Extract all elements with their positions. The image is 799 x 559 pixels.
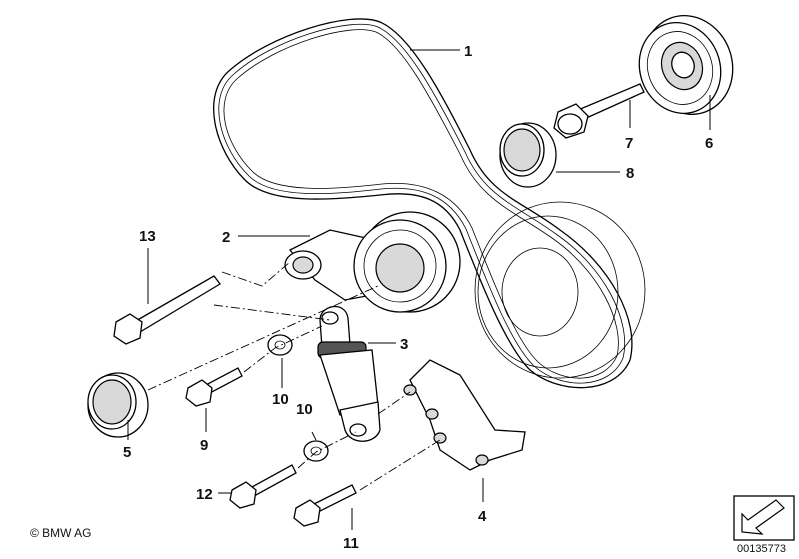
callout-10b[interactable]: 10 [296,401,313,418]
leader-lines [127,49,711,530]
tensioner-bracket [403,359,526,471]
tensioner-damper [317,305,381,442]
callout-labels: 1 2 3 4 5 6 7 8 9 10 10 11 12 13 [123,43,713,552]
callout-7[interactable]: 7 [625,135,633,152]
assembly-lines [147,261,441,491]
bolt-11 [293,484,357,527]
washer-lower [303,440,329,462]
callout-8[interactable]: 8 [626,165,634,182]
callout-4[interactable]: 4 [478,508,487,525]
crankshaft-pulley-outline [474,201,646,379]
document-number: 00135773 [737,543,786,555]
tensioner-arm [284,211,461,313]
callout-9[interactable]: 9 [200,437,208,454]
bolt-deflection-pulley [553,83,645,139]
next-diagram-arrow-icon[interactable] [733,495,795,541]
cover-cap-upper [499,122,557,188]
washer-upper [267,334,293,356]
callout-11[interactable]: 11 [343,535,359,552]
copyright-text: © BMW AG [30,526,92,540]
callout-6[interactable]: 6 [705,135,713,152]
callout-1[interactable]: 1 [464,43,472,60]
deflection-pulley [638,15,734,115]
callout-2[interactable]: 2 [222,229,230,246]
drive-belt [213,18,633,389]
cover-cap-lower [87,372,149,438]
callout-5[interactable]: 5 [123,444,131,461]
callout-13[interactable]: 13 [139,228,156,245]
bolt-12 [229,464,297,509]
callout-12[interactable]: 12 [196,486,213,503]
bolt-long-13 [113,275,221,345]
bolt-9 [185,367,243,407]
callout-10a[interactable]: 10 [272,391,289,408]
callout-3[interactable]: 3 [400,336,408,353]
